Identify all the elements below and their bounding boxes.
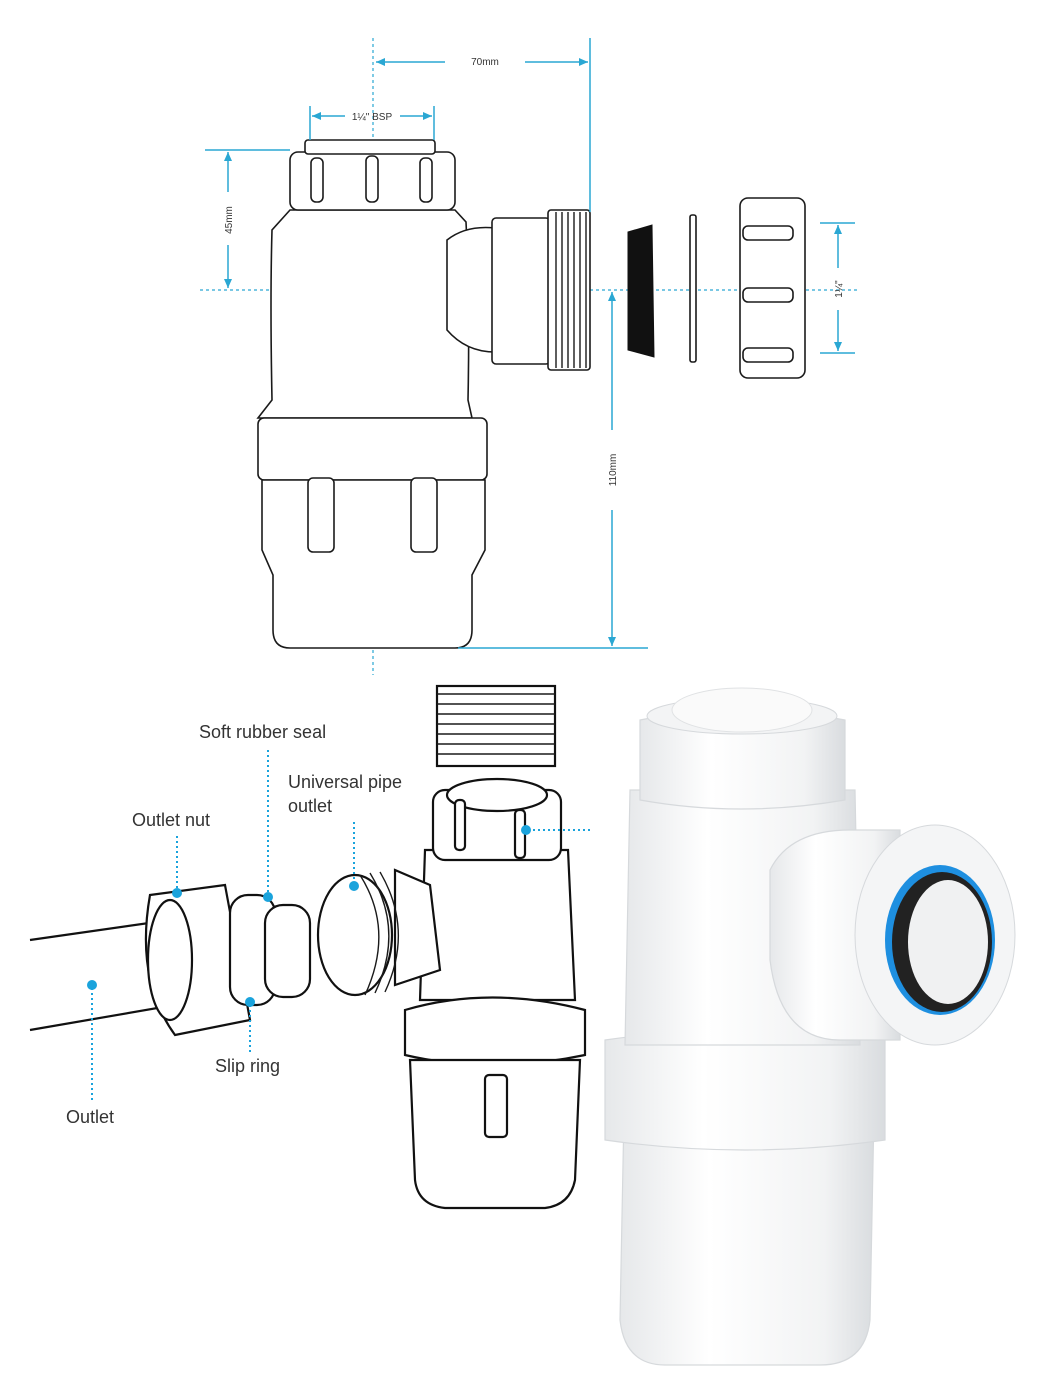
universal-pipe-outlet — [316, 871, 399, 997]
technical-drawing: 70mm 1¼" BSP 45mm 1¼" 110mm — [200, 38, 860, 675]
callout-soft-rubber-seal: Soft rubber seal — [199, 722, 326, 902]
dim-45mm: 45mm — [224, 206, 235, 234]
trap-body-outline — [256, 139, 591, 649]
dim-110mm: 110mm — [608, 454, 619, 487]
product-render — [604, 687, 1016, 1366]
dim-70mm: 70mm — [471, 57, 499, 68]
svg-text:Soft rubber seal: Soft rubber seal — [199, 722, 326, 742]
svg-text:Slip ring: Slip ring — [215, 1056, 280, 1076]
outlet-nut-drawing — [739, 197, 806, 379]
callout-outlet: Outlet — [66, 980, 114, 1127]
rubber-seal — [627, 224, 655, 358]
inlet-thread — [435, 684, 557, 768]
svg-text:Outlet nut: Outlet nut — [132, 810, 210, 830]
outlet-thread — [547, 209, 591, 371]
svg-text:outlet: outlet — [288, 796, 332, 816]
exploded-drawing: Soft rubber seal Universal pipe outlet O… — [29, 684, 592, 1210]
svg-text:Outlet: Outlet — [66, 1107, 114, 1127]
callout-outlet-nut: Outlet nut — [132, 810, 210, 898]
callout-slip-ring: Slip ring — [215, 997, 280, 1076]
outlet-pipe — [29, 883, 312, 1037]
trap-body-line — [393, 777, 587, 1210]
slip-washer — [689, 214, 697, 363]
svg-text:Universal pipe: Universal pipe — [288, 772, 402, 792]
dim-outlet-size: 1¼" — [833, 280, 845, 298]
callout-universal-pipe-outlet: Universal pipe outlet — [288, 772, 592, 891]
dim-bsp: 1¼" BSP — [352, 111, 393, 123]
